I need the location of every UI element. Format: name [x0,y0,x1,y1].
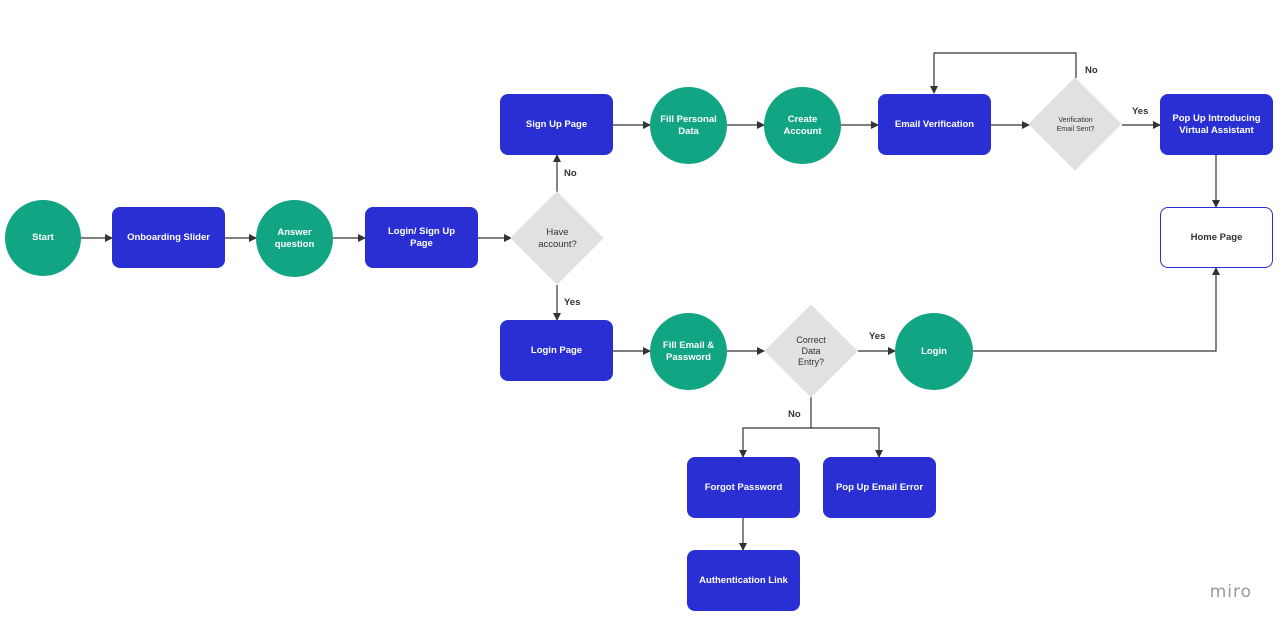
answer-question-label: Answer question [274,226,315,250]
login-signup-page-label: Login/ Sign Up Page [387,225,455,249]
verification-email-sent-label: Verification Email Sent? [1056,116,1095,133]
login-page-node[interactable]: Login Page [500,320,613,381]
sign-up-page-label: Sign Up Page [525,118,588,130]
email-verification-label: Email Verification [894,118,975,130]
correct-data-entry-label: Correct Data Entry? [796,334,826,367]
edge-label-yes-login: Yes [564,297,581,308]
start-node[interactable]: Start [5,200,81,276]
authentication-link-label: Authentication Link [699,574,788,586]
edge-label-no-correct: No [788,409,801,420]
login-label: Login [921,345,947,357]
popup-email-error-node[interactable]: Pop Up Email Error [823,457,936,518]
login-node[interactable]: Login [895,313,973,390]
popup-virtual-assistant-node[interactable]: Pop Up Introducing Virtual Assistant [1160,94,1273,155]
popup-email-error-label: Pop Up Email Error [835,481,924,493]
fill-personal-data-node[interactable]: Fill Personal Data [650,87,727,164]
fill-email-password-node[interactable]: Fill Email & Password [650,313,727,390]
popup-virtual-assistant-label: Pop Up Introducing Virtual Assistant [1172,112,1261,136]
onboarding-slider-label: Onboarding Slider [127,231,210,243]
forgot-password-node[interactable]: Forgot Password [687,457,800,518]
have-account-decision[interactable]: Have account? [510,191,604,285]
fill-email-password-label: Fill Email & Password [662,339,715,363]
login-signup-page-node[interactable]: Login/ Sign Up Page [365,207,478,268]
verification-email-sent-decision[interactable]: Verification Email Sent? [1028,77,1122,171]
create-account-node[interactable]: Create Account [764,87,841,164]
edge-verifsent-loop [930,52,1077,94]
home-page-node[interactable]: Home Page [1160,207,1273,268]
login-page-label: Login Page [530,344,583,356]
edge-label-no-signup: No [564,168,577,179]
email-verification-node[interactable]: Email Verification [878,94,991,155]
fill-personal-data-label: Fill Personal Data [660,113,717,137]
forgot-password-label: Forgot Password [704,481,783,493]
correct-data-entry-decision[interactable]: Correct Data Entry? [764,304,858,398]
authentication-link-node[interactable]: Authentication Link [687,550,800,611]
sign-up-page-node[interactable]: Sign Up Page [500,94,613,155]
edge-split-forgot [739,427,811,458]
edge-login-home [973,267,1220,352]
answer-question-node[interactable]: Answer question [256,200,333,277]
onboarding-slider-node[interactable]: Onboarding Slider [112,207,225,268]
have-account-label: Have account? [538,226,577,250]
start-label: Start [32,232,54,243]
edge-label-no-verification: No [1085,65,1098,76]
edge-label-yes-verification: Yes [1132,106,1149,117]
home-page-label: Home Page [1190,231,1243,243]
edge-label-yes-correct: Yes [869,331,886,342]
edge-split-emailerror [811,427,883,458]
create-account-label: Create Account [783,113,822,137]
miro-logo: miro [1209,582,1252,602]
